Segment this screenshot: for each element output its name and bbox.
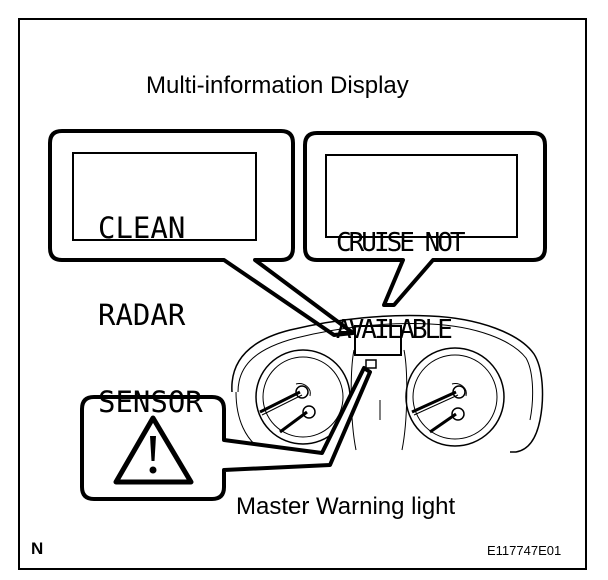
right-lcd-line: AVAILABLE (336, 315, 453, 345)
corner-letter: N (31, 539, 44, 558)
right-lcd-screen (325, 154, 518, 238)
left-callout-bubble (48, 129, 355, 337)
warning-callout-bubble (80, 366, 372, 501)
warning-callout (80, 366, 372, 501)
display-title: Multi-information Display (146, 72, 409, 99)
left-lcd-screen (72, 152, 257, 241)
right-callout-bubble (303, 131, 547, 307)
diagram-frame (18, 18, 587, 570)
right-lcd-line: CRUISE NOT (336, 228, 466, 258)
left-lcd-message: CLEAN RADAR SENSOR (98, 156, 203, 446)
figure-code: E117747E01 (487, 543, 562, 558)
multi-info-display-screen (354, 325, 402, 356)
left-lcd-line: SENSOR (98, 385, 203, 419)
left-lcd-line: RADAR (98, 298, 186, 332)
left-lcd-line: CLEAN (98, 211, 186, 245)
right-callout (303, 131, 547, 307)
warning-triangle-icon (113, 415, 194, 485)
right-lcd-message: CRUISE NOT AVAILABLE (336, 171, 466, 374)
master-warning-light (365, 359, 377, 369)
left-callout (48, 129, 355, 337)
master-warning-label: Master Warning light (236, 493, 456, 520)
